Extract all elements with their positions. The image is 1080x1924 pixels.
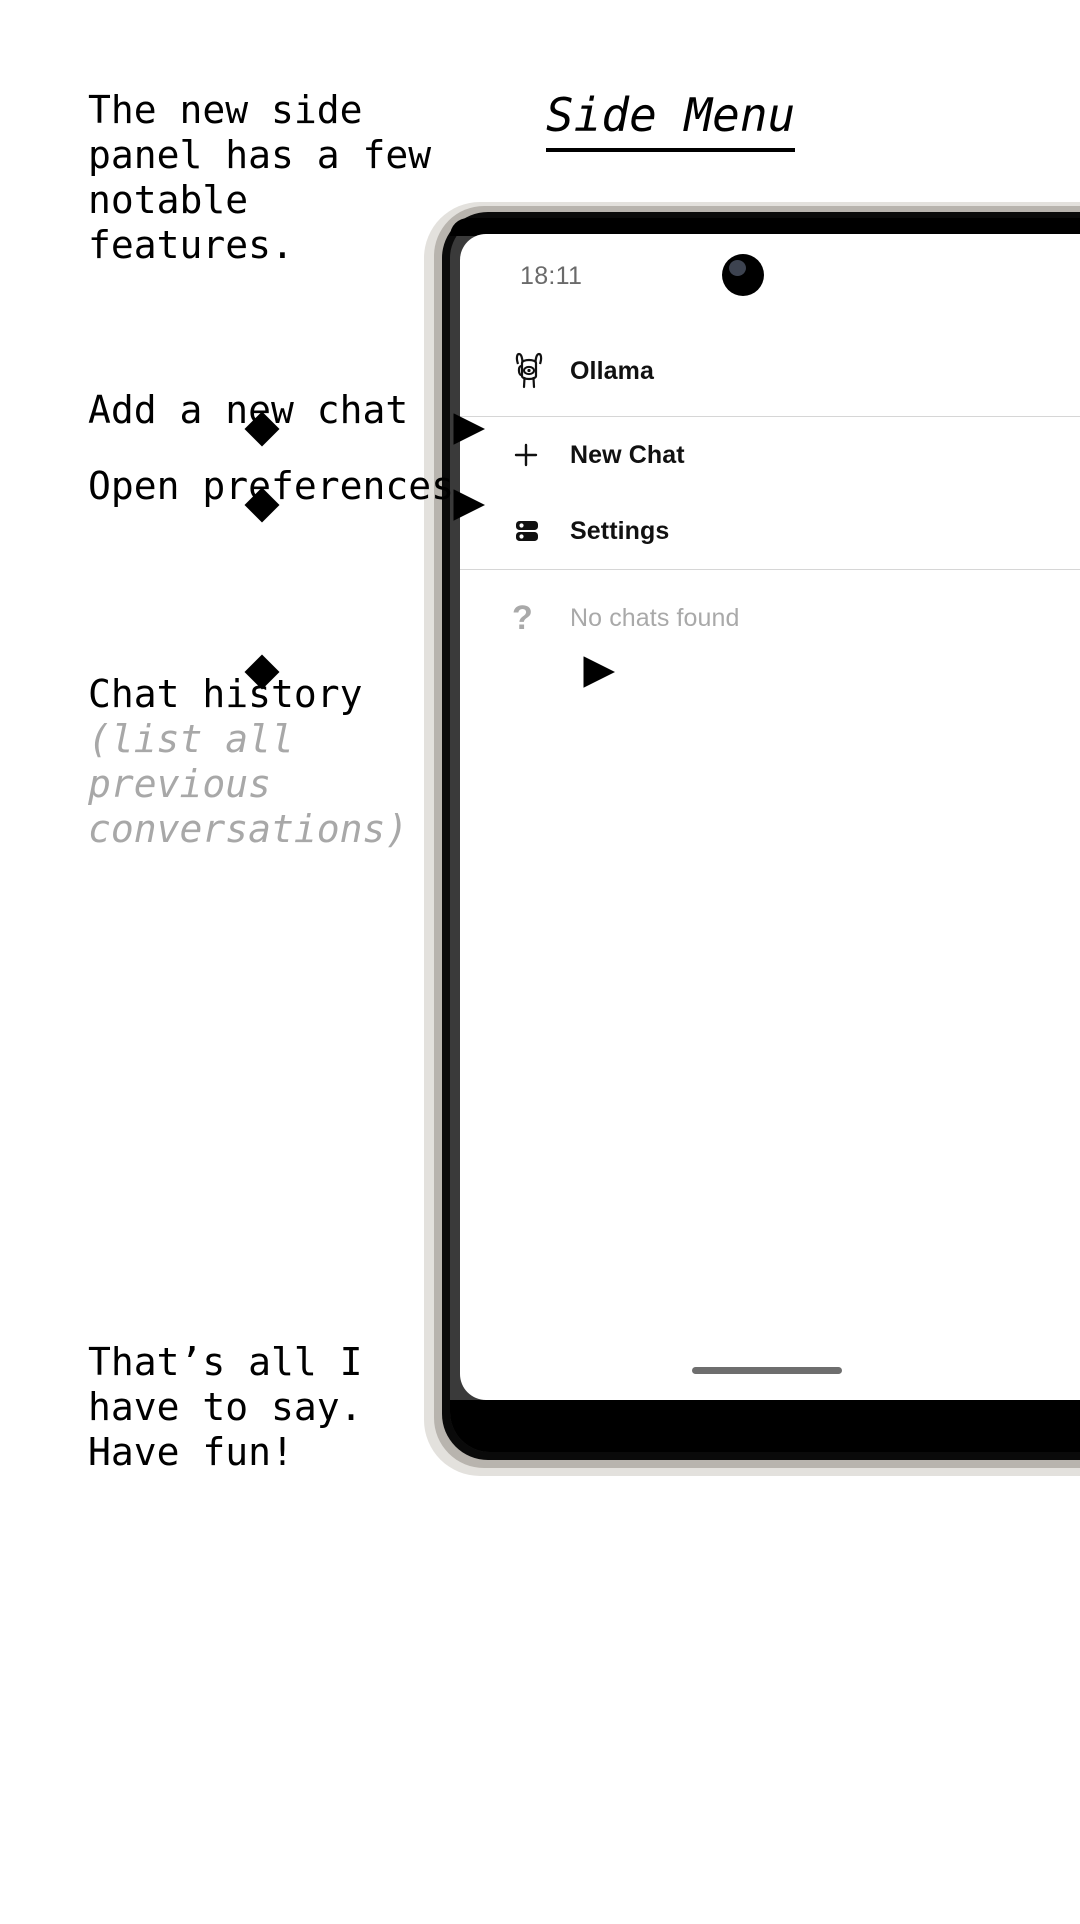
status-bar: 18:11 xyxy=(460,234,1080,326)
divider xyxy=(460,416,1080,417)
menu-item-settings[interactable]: Settings xyxy=(460,493,1080,569)
phone-bottom-bezel xyxy=(450,1400,1080,1452)
menu-item-new-chat[interactable]: New Chat xyxy=(460,417,1080,493)
page-title: Side Menu xyxy=(546,88,796,152)
annotation-outro: That’s all I have to say. Have fun! xyxy=(88,1340,363,1474)
home-indicator-bar[interactable] xyxy=(692,1367,842,1374)
chat-list-empty-label: No chats found xyxy=(570,603,740,632)
status-bar-clock: 18:11 xyxy=(520,262,583,290)
divider xyxy=(460,569,1080,570)
front-camera-punch-hole-icon xyxy=(722,254,764,296)
menu-item-new-chat-label: New Chat xyxy=(570,440,685,469)
annotation-chat-history-note: (list all previous conversations) xyxy=(88,717,409,851)
question-mark-icon: ? xyxy=(512,599,533,637)
phone-top-bezel xyxy=(450,218,1080,236)
brand-label: Ollama xyxy=(570,356,654,385)
ollama-llama-icon xyxy=(512,352,570,390)
annotation-add-new-chat: Add a new chat xyxy=(88,388,409,432)
sidebar-brand-row: Ollama xyxy=(460,326,1080,416)
plus-icon xyxy=(512,441,570,469)
phone-mockup: 18:11 xyxy=(424,196,1080,1486)
settings-icon xyxy=(512,516,570,546)
annotation-chat-history: Chat history xyxy=(88,672,363,716)
annotation-intro: The new side panel has a few notable fea… xyxy=(88,88,432,267)
menu-item-settings-label: Settings xyxy=(570,516,670,545)
phone-screen: 18:11 xyxy=(460,234,1080,1400)
chat-list-empty-state: ? No chats found xyxy=(460,570,1080,666)
annotation-open-preferences: Open preferences xyxy=(88,464,455,508)
